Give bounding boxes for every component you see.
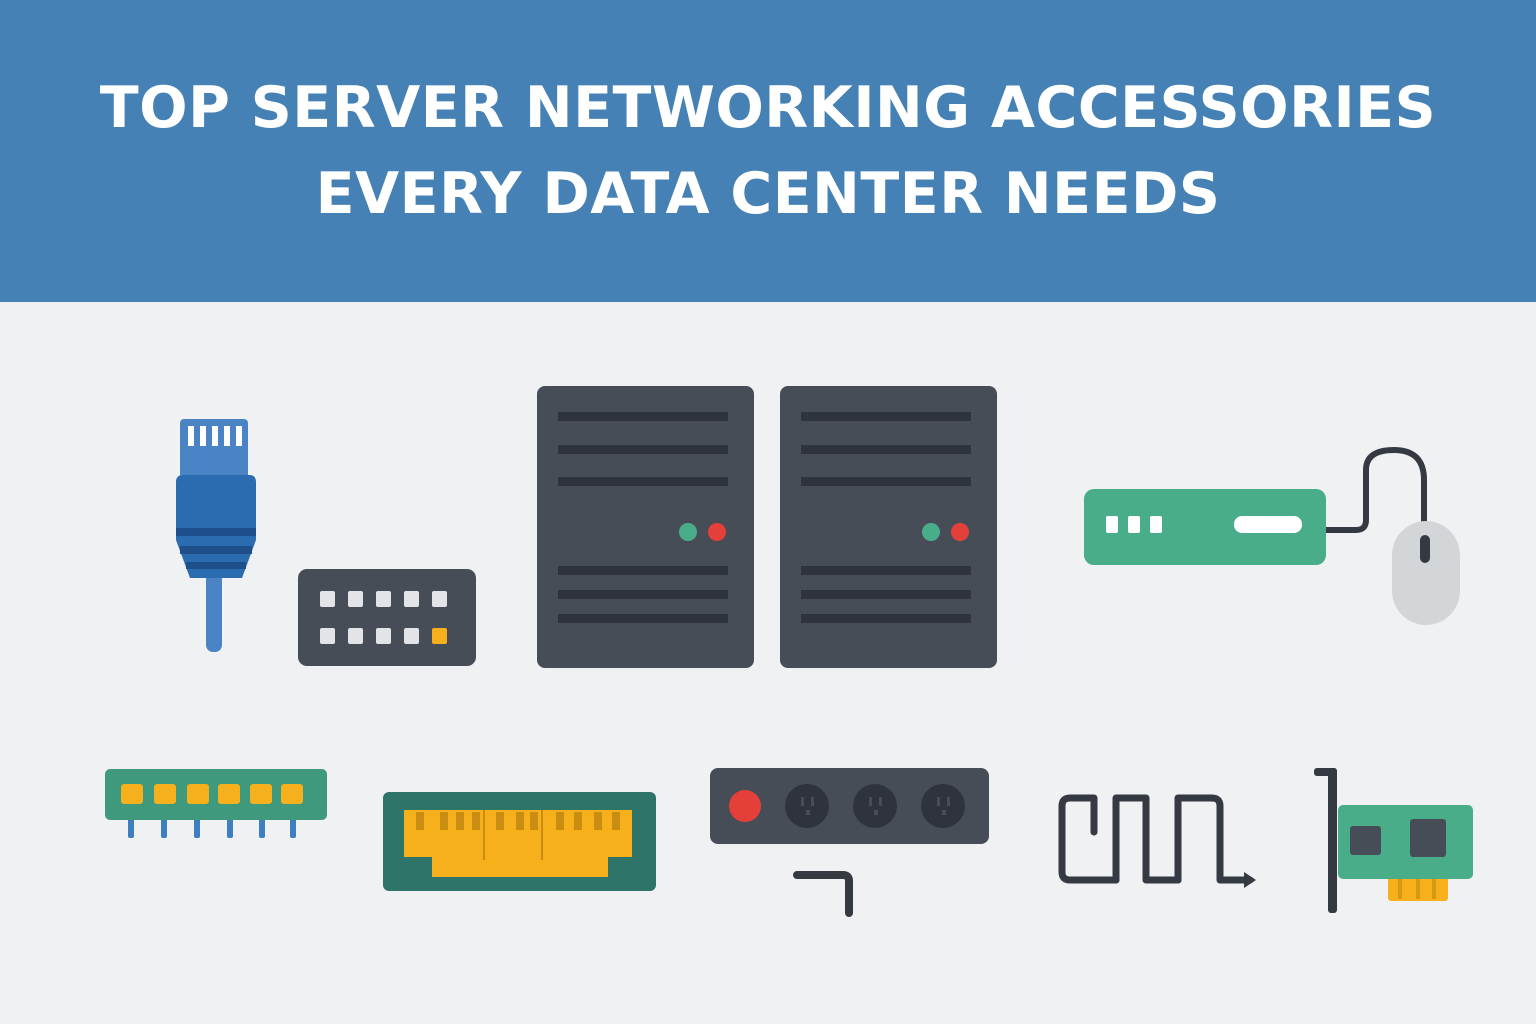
network-router-icon [1084, 446, 1427, 565]
network-switch-icon [383, 792, 656, 891]
page-title-line-1: TOP SERVER NETWORKING ACCESSORIES [99, 75, 1437, 141]
memory-module-icon [105, 769, 327, 838]
title-banner: TOP SERVER NETWORKING ACCESSORIES EVERY … [0, 0, 1536, 302]
server-tower-icon [780, 386, 997, 668]
cable-bundle-icon [1058, 794, 1256, 888]
server-tower-icon [537, 386, 754, 668]
network-interface-card-icon [1314, 768, 1473, 913]
page-title-line-2: EVERY DATA CENTER NEEDS [315, 161, 1221, 227]
ethernet-cable-icon [176, 419, 256, 652]
patch-panel-icon [298, 569, 476, 666]
power-strip-icon [710, 768, 989, 917]
accessories-illustration [105, 386, 1473, 917]
computer-mouse-icon [1392, 521, 1460, 625]
